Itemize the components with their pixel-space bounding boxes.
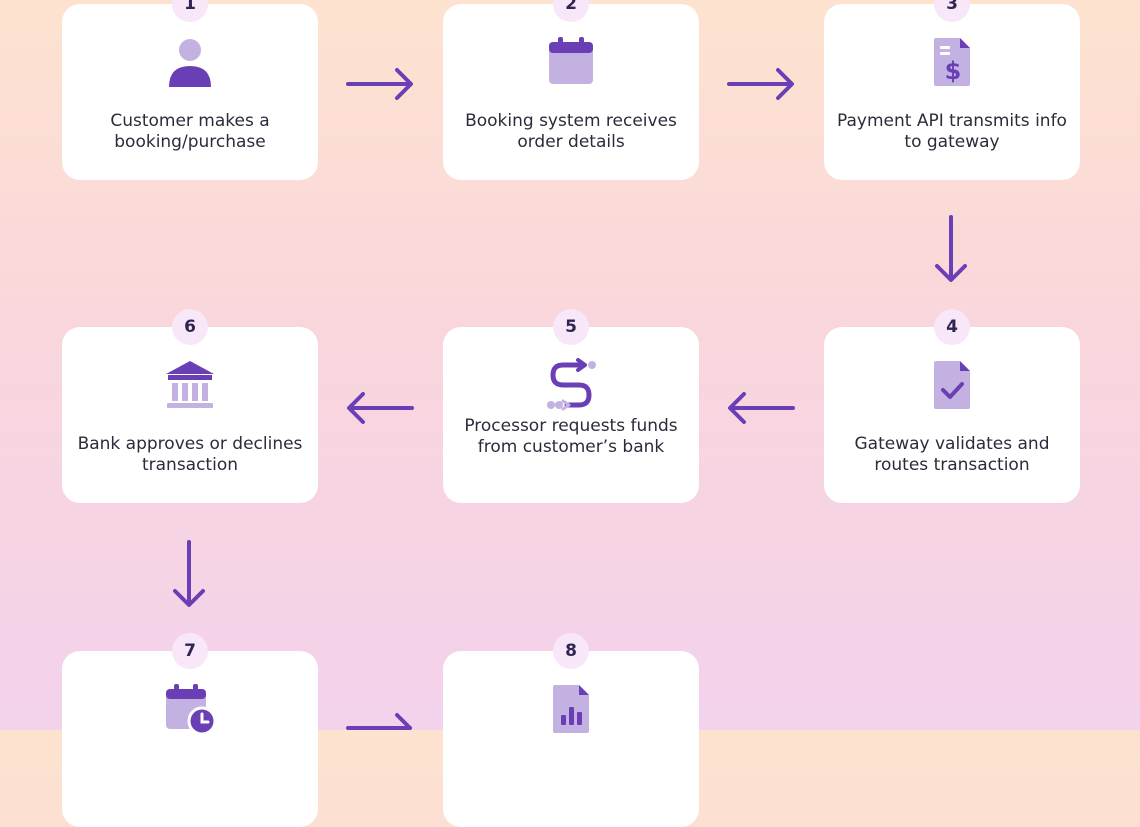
- bank-icon: [162, 357, 218, 413]
- arrow-right-icon: [346, 68, 413, 100]
- dollar-document-icon: $: [924, 34, 980, 90]
- arrow-left-icon: [347, 392, 414, 424]
- step-number-badge: 3: [934, 0, 970, 22]
- arrow-right-icon: [727, 68, 794, 100]
- step-label: Gateway validates and routes transaction: [854, 434, 1050, 475]
- step-number-badge: 8: [553, 633, 589, 669]
- calendar-clock-icon: [162, 681, 218, 737]
- check-document-icon: [924, 357, 980, 413]
- chart-document-icon: [543, 681, 599, 737]
- step-card-6: 6 Bank approves or declines transaction: [62, 309, 318, 503]
- step-number-badge: 7: [172, 633, 208, 669]
- step-label: Processor requests funds from customer’s…: [464, 416, 678, 457]
- step-number-badge: 1: [172, 0, 208, 22]
- step-card-1: 1 Customer makes a booking/purchase: [62, 0, 318, 180]
- arrow-right-icon: [346, 713, 412, 730]
- arrow-left-icon: [728, 392, 795, 424]
- calendar-icon: [543, 34, 599, 90]
- svg-text:$: $: [945, 57, 962, 85]
- step-card-3: 3 $ Payment API transmits info to gatewa…: [824, 0, 1080, 180]
- step-card-7: 7: [62, 633, 318, 827]
- step-number-badge: 4: [934, 309, 970, 345]
- step-number-badge: 5: [553, 309, 589, 345]
- arrow-down-icon: [935, 215, 967, 282]
- arrow-down-icon: [173, 540, 205, 607]
- route-icon: [543, 357, 599, 413]
- step-number-badge: 6: [172, 309, 208, 345]
- step-card-5: 5 Processor requests funds from customer…: [443, 309, 699, 503]
- step-label: Bank approves or declines transaction: [77, 434, 303, 475]
- step-label: Payment API transmits info to gateway: [837, 111, 1067, 152]
- step-card-8: 8: [443, 633, 699, 827]
- step-card-2: 2 Booking system receives order details: [443, 0, 699, 180]
- step-number-badge: 2: [553, 0, 589, 22]
- person-icon: [162, 34, 218, 90]
- step-card-4: 4 Gateway validates and routes transacti…: [824, 309, 1080, 503]
- step-label: Customer makes a booking/purchase: [110, 111, 270, 152]
- step-label: Booking system receives order details: [465, 111, 677, 152]
